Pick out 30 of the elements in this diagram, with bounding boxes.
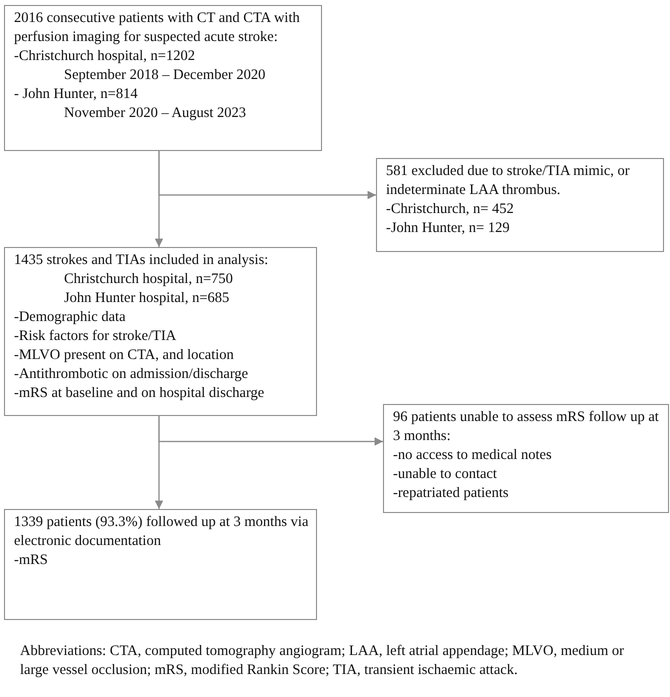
process-box xyxy=(383,404,669,513)
box-text: - John Hunter, n=814 xyxy=(14,85,139,104)
footnote: Abbreviations: CTA, computed tomography angiogram; LAA, left atrial appendage; MLVO, medium or large vessel occlusion; mRS, modified Rankin Score; TIA, transient ischaemic attack. xyxy=(20,642,625,680)
box-text: -unable to contact xyxy=(393,465,498,484)
box-text: -John Hunter, n= 129 xyxy=(386,219,511,238)
box-text: 2016 consecutive patients with CT and CTA with perfusion imaging for suspected acute stroke: xyxy=(14,9,301,47)
box-text: -mRS at baseline and on hospital discharge xyxy=(14,384,266,403)
box-text: -Christchurch hospital, n=1202 xyxy=(14,47,196,66)
process-box xyxy=(376,158,664,252)
process-box xyxy=(4,5,322,151)
box-text: Christchurch hospital, n=750 xyxy=(63,270,234,289)
box-text: September 2018 – December 2020 xyxy=(63,66,266,85)
box-text: 1339 patients (93.3%) followed up at 3 months via electronic documentation xyxy=(14,513,310,551)
box-text: -MLVO present on CTA, and location xyxy=(14,346,235,365)
process-box xyxy=(4,247,317,416)
arrow xyxy=(158,151,376,200)
box-text: November 2020 – August 2023 xyxy=(63,104,248,123)
arrow xyxy=(158,416,383,446)
box-text: -Christchurch, n= 452 xyxy=(386,200,515,219)
box-text: -Demographic data xyxy=(14,308,127,327)
box-text: -mRS xyxy=(14,551,49,570)
box-text: -Risk factors for stroke/TIA xyxy=(14,327,178,346)
box-text: 581 excluded due to stroke/TIA mimic, or indeterminate LAA thrombus. xyxy=(386,162,631,200)
box-text: -no access to medical notes xyxy=(393,446,553,465)
process-box xyxy=(4,509,317,620)
box-text: 96 patients unable to assess mRS follow up at 3 months: xyxy=(393,408,660,446)
box-text: 1435 strokes and TIAs included in analysis: xyxy=(14,251,270,270)
box-text: John Hunter hospital, n=685 xyxy=(63,289,230,308)
box-text: -Antithrombotic on admission/discharge xyxy=(14,365,250,384)
box-text: -repatriated patients xyxy=(393,484,510,503)
